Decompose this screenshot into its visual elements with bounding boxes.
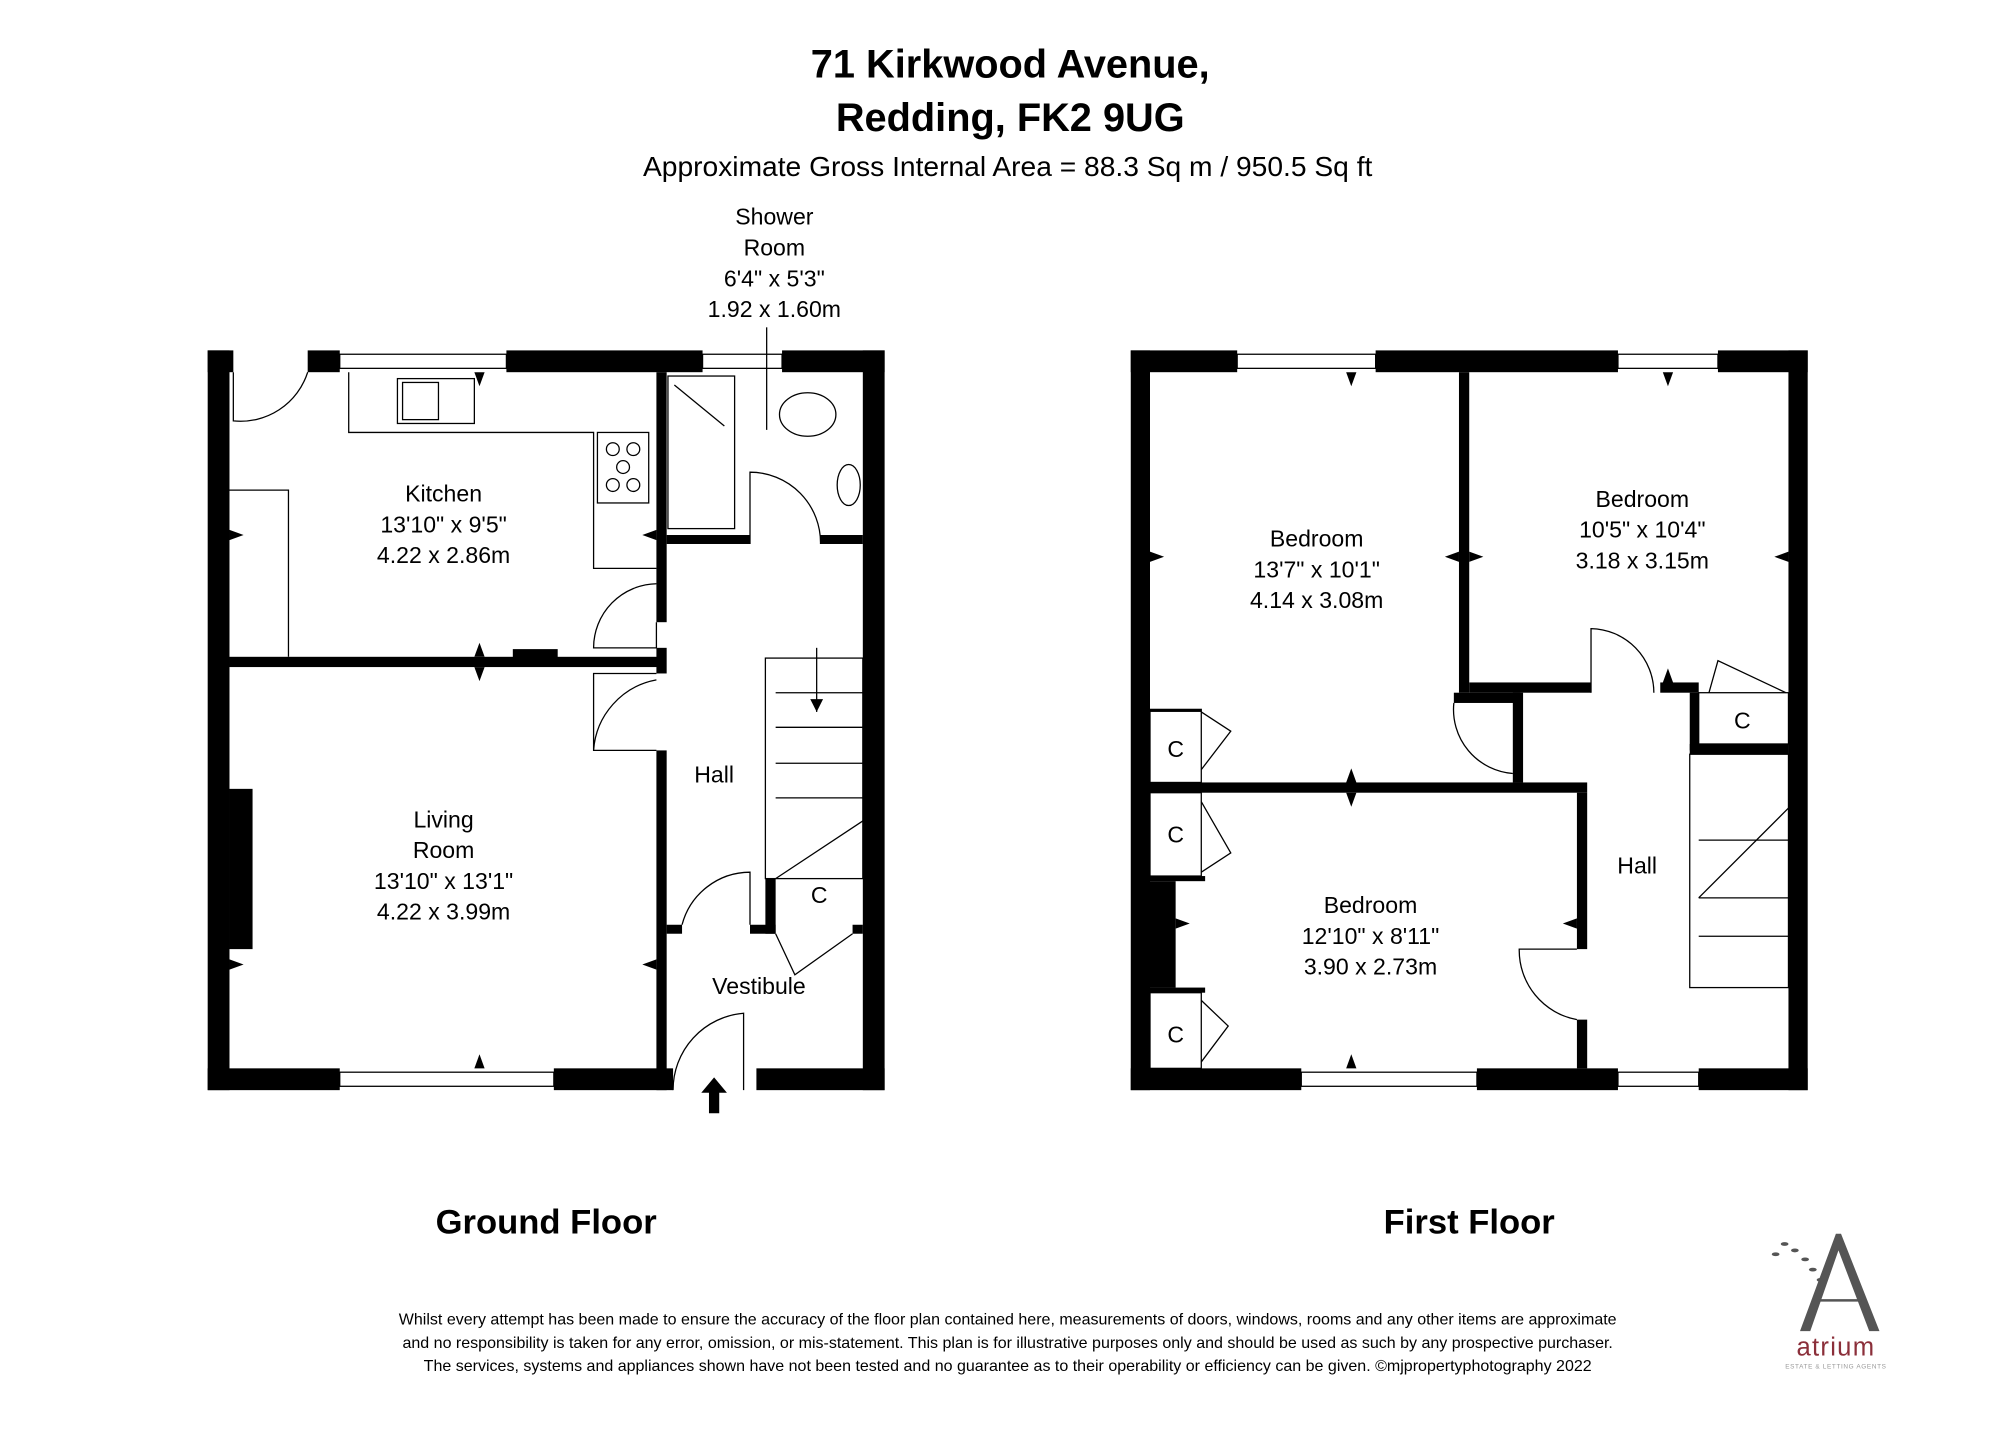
vestibule-name: Vestibule <box>712 973 806 999</box>
atrium-logo: atrium ESTATE & LETTING AGENTS <box>1771 1233 1886 1370</box>
door-icon <box>681 871 751 925</box>
shower-room-imperial: 6'4" x 5'3" <box>724 265 825 291</box>
shower-room-metric: 1.92 x 1.60m <box>708 296 841 322</box>
hall-name: Hall <box>694 761 734 787</box>
bedroom-3-imperial: 12'10" x 8'11" <box>1302 923 1440 949</box>
door-icon <box>1200 711 1232 771</box>
door-icon <box>232 371 309 422</box>
door-icon <box>749 471 822 544</box>
window <box>1236 353 1377 369</box>
stairs <box>1689 753 1790 989</box>
door-icon <box>1590 627 1655 693</box>
ground-floor-plan: Shower Room 6'4" x 5'3" 1.92 x 1.60m Kit… <box>207 204 885 1114</box>
door-icon <box>1200 999 1230 1063</box>
cupboard-label: C <box>1167 822 1184 848</box>
bedroom-3-name: Bedroom <box>1324 892 1418 918</box>
gross-area: Approximate Gross Internal Area = 88.3 S… <box>643 150 1373 182</box>
basin-icon <box>836 463 861 507</box>
logo-tagline: ESTATE & LETTING AGENTS <box>1785 1363 1886 1370</box>
door-icon <box>1200 801 1232 873</box>
door-icon <box>1452 702 1513 775</box>
disclaimer-line-3: The services, systems and appliances sho… <box>424 1357 1592 1375</box>
door-icon <box>592 672 657 752</box>
living-room-name: Room <box>413 837 475 863</box>
kitchen-imperial: 13'10" x 9'5" <box>380 511 506 537</box>
ground-floor-label: Ground Floor <box>436 1204 657 1242</box>
cupboard-label: C <box>1734 708 1751 734</box>
bedroom-2-metric: 3.18 x 3.15m <box>1576 547 1709 573</box>
first-floor-plan: Bedroom 13'7" x 10'1" 4.14 x 3.08m Bedro… <box>1130 350 1808 1091</box>
address-line-2: Redding, FK2 9UG <box>836 96 1185 140</box>
first-floor-hall-name: Hall <box>1617 852 1657 878</box>
cupboard-label: C <box>1167 1022 1184 1048</box>
window <box>701 353 783 369</box>
window <box>339 1071 555 1087</box>
door-icon <box>592 583 658 649</box>
first-floor-label: First Floor <box>1384 1204 1555 1242</box>
sink-icon <box>396 377 475 425</box>
bedroom-1-name: Bedroom <box>1270 526 1364 552</box>
window <box>339 353 508 369</box>
door-icon <box>775 933 853 976</box>
window <box>1300 1071 1478 1087</box>
bedroom-1-metric: 4.14 x 3.08m <box>1250 587 1383 613</box>
bedroom-3-metric: 3.90 x 2.73m <box>1304 954 1437 980</box>
kitchen-metric: 4.22 x 2.86m <box>377 542 510 568</box>
shower-room-name: Room <box>744 235 806 261</box>
bedroom-1-imperial: 13'7" x 10'1" <box>1253 556 1379 582</box>
window <box>1617 353 1719 369</box>
bedroom-2-name: Bedroom <box>1596 486 1690 512</box>
cupboard-label: C <box>1167 736 1184 762</box>
bedroom-2-imperial: 10'5" x 10'4" <box>1579 517 1705 543</box>
window <box>1617 1071 1700 1087</box>
kitchen-name: Kitchen <box>405 481 482 507</box>
shower-tray-icon <box>667 375 736 530</box>
stairs <box>764 657 864 880</box>
disclaimer-line-1: Whilst every attempt has been made to en… <box>399 1311 1617 1329</box>
door-icon <box>1518 948 1578 1021</box>
address-line-1: 71 Kirkwood Avenue, <box>811 42 1210 86</box>
toilet-icon <box>778 392 837 437</box>
cupboard-label: C <box>811 882 828 908</box>
disclaimer-line-2: and no responsibility is taken for any e… <box>402 1334 1612 1352</box>
logo-name: atrium <box>1796 1334 1875 1362</box>
living-room-name: Living <box>413 806 473 832</box>
shower-room-name: Shower <box>735 204 814 230</box>
living-room-imperial: 13'10" x 13'1" <box>374 868 513 894</box>
door-icon <box>672 1012 745 1091</box>
living-room-metric: 4.22 x 3.99m <box>377 899 510 925</box>
door-icon <box>1708 659 1787 694</box>
entrance-arrow-icon <box>701 1077 727 1114</box>
